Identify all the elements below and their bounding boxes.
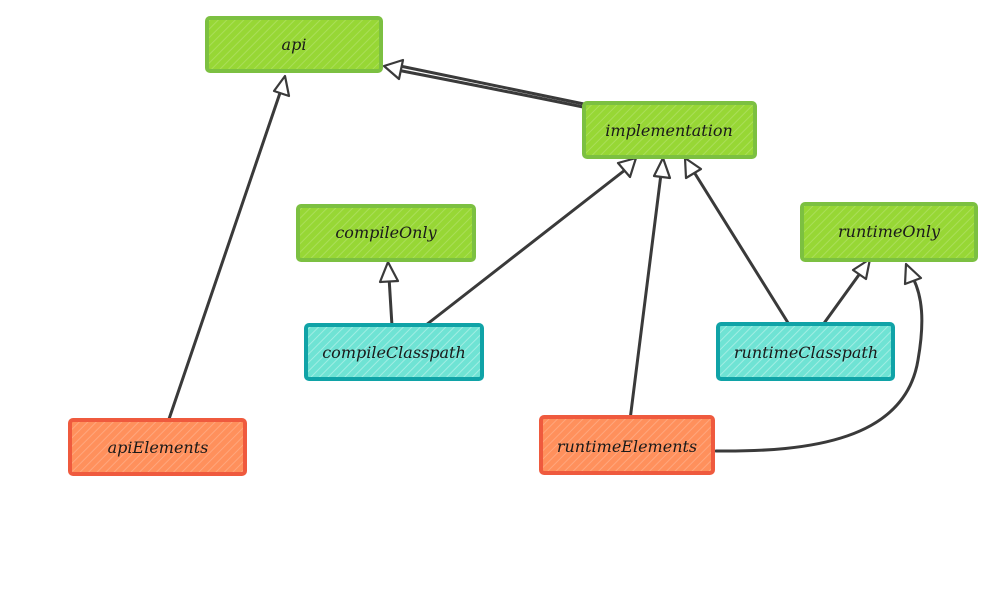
node-compileclasspath-hatch (308, 327, 480, 377)
edge-line (714, 276, 924, 453)
node-apielements[interactable]: apiElements (68, 418, 247, 476)
node-implementation-hatch (586, 105, 753, 155)
node-apielements-label: apiElements (108, 438, 209, 457)
node-compileclasspath-label: compileClasspath (322, 343, 466, 362)
node-runtimeelements-label: runtimeElements (557, 437, 697, 456)
node-api[interactable]: api (205, 16, 383, 73)
edge-runtimeelements-to-implementation (628, 156, 672, 422)
node-runtimeonly-hatch (804, 206, 974, 258)
edge-line (692, 170, 792, 328)
edge-line (424, 168, 627, 327)
node-api-hatch (209, 20, 379, 69)
node-compileonly-label: compileOnly (335, 223, 437, 242)
node-runtimeelements[interactable]: runtimeElements (539, 415, 715, 475)
node-compileonly[interactable]: compileOnly (296, 204, 476, 262)
arrowhead (903, 262, 923, 286)
arrowhead (683, 156, 703, 180)
edge-line (166, 88, 283, 424)
node-runtimeclasspath[interactable]: runtimeClasspath (716, 322, 895, 381)
arrowhead (851, 257, 872, 281)
arrowhead (272, 74, 291, 98)
edge-runtimeelements-to-runtimeonly (714, 262, 924, 453)
arrowhead (652, 156, 672, 180)
edge-line (628, 172, 663, 422)
edge-runtimeclasspath-to-runtimeonly (820, 257, 872, 328)
node-runtimeonly-label: runtimeOnly (838, 222, 941, 241)
node-runtimeclasspath-label: runtimeClasspath (734, 343, 878, 362)
node-apielements-hatch (72, 422, 243, 472)
node-compileonly-hatch (300, 208, 472, 258)
arrowhead (382, 58, 405, 81)
node-implementation[interactable]: implementation (582, 101, 757, 159)
edge-apielements-to-api (166, 74, 291, 424)
node-runtimeelements-hatch (543, 419, 711, 471)
edge-line (387, 275, 394, 328)
node-runtimeclasspath-hatch (720, 326, 891, 377)
edge-line (395, 68, 590, 110)
edge-implementation-to-api (382, 58, 590, 110)
edges (166, 58, 924, 453)
node-api-label: api (282, 35, 307, 54)
node-compileclasspath[interactable]: compileClasspath (304, 323, 484, 381)
edge-runtimeclasspath-to-implementation (683, 156, 792, 328)
node-implementation-label: implementation (605, 121, 733, 140)
arrowhead (378, 260, 400, 284)
edge-compileclasspath-to-implementation (424, 156, 638, 327)
arrowhead (616, 156, 638, 179)
edge-line (398, 64, 586, 106)
edge-line (820, 270, 863, 328)
node-runtimeonly[interactable]: runtimeOnly (800, 202, 978, 262)
nodes: api implementation compileOnly runtimeOn… (68, 16, 978, 476)
edge-compileclasspath-to-compileonly (378, 260, 400, 328)
